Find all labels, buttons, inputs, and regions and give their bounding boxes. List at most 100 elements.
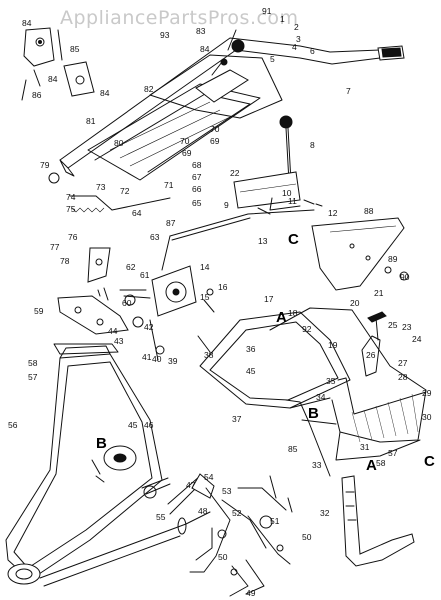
section-marker-a: A bbox=[366, 457, 377, 474]
depth-stake bbox=[341, 475, 415, 567]
knob-21 bbox=[361, 311, 387, 377]
callout: 51 bbox=[270, 516, 280, 526]
callout: 71 bbox=[164, 180, 174, 190]
tine-shield-hood bbox=[199, 307, 427, 461]
callout: 87 bbox=[166, 218, 176, 228]
callout: 54 bbox=[204, 472, 214, 482]
section-marker-c: C bbox=[424, 453, 435, 470]
callout: 84 bbox=[48, 74, 58, 84]
callout: 67 bbox=[192, 172, 202, 182]
bracket-77-78 bbox=[87, 247, 111, 283]
callout: 37 bbox=[232, 414, 242, 424]
callout: 27 bbox=[398, 358, 408, 368]
latch-parts-84-86 bbox=[21, 27, 95, 101]
callout: 4 bbox=[292, 42, 297, 52]
callout: 30 bbox=[422, 412, 432, 422]
callout: 63 bbox=[150, 232, 160, 242]
section-marker-a: A bbox=[276, 309, 287, 326]
callout: 49 bbox=[246, 588, 256, 598]
spring-and-hardware bbox=[48, 172, 171, 213]
callout: 59 bbox=[34, 306, 44, 316]
callout: 12 bbox=[328, 208, 338, 218]
callout: 83 bbox=[196, 26, 206, 36]
callout: 21 bbox=[374, 288, 384, 298]
callout: 38 bbox=[204, 350, 214, 360]
callout: 58 bbox=[28, 358, 38, 368]
callout: 62 bbox=[126, 262, 136, 272]
callout: 43 bbox=[114, 336, 124, 346]
callout: 55 bbox=[156, 512, 166, 522]
tine-assembly bbox=[167, 473, 293, 597]
callout: 52 bbox=[232, 508, 242, 518]
callout: 80 bbox=[114, 138, 124, 148]
section-marker-b: B bbox=[308, 405, 319, 422]
callout: 8 bbox=[310, 140, 315, 150]
callout: 11 bbox=[288, 196, 297, 206]
callout: 78 bbox=[60, 256, 70, 266]
callout: 76 bbox=[68, 232, 78, 242]
callout: 28 bbox=[398, 372, 408, 382]
callout: 74 bbox=[66, 192, 76, 202]
callout: 32 bbox=[320, 508, 330, 518]
callout: 70 bbox=[180, 136, 190, 146]
callout: 14 bbox=[200, 262, 210, 272]
callout: 79 bbox=[40, 160, 50, 170]
callout: 56 bbox=[8, 420, 18, 430]
callout: 69 bbox=[182, 148, 192, 158]
callout: 16 bbox=[218, 282, 228, 292]
callout: 85 bbox=[288, 444, 298, 454]
section-marker-c: C bbox=[288, 231, 299, 248]
callout: 93 bbox=[160, 30, 170, 40]
rod-33 bbox=[307, 419, 331, 477]
callout: 42 bbox=[144, 322, 154, 332]
callout: 86 bbox=[32, 90, 42, 100]
callout: 7 bbox=[346, 86, 351, 96]
callout: 65 bbox=[192, 198, 202, 208]
callout: 60 bbox=[122, 298, 132, 308]
callout: 1 bbox=[280, 14, 285, 24]
callout: 46 bbox=[144, 420, 154, 430]
callout: 84 bbox=[200, 44, 210, 54]
callout: 24 bbox=[412, 334, 422, 344]
callout: 6 bbox=[310, 46, 315, 56]
callout: 92 bbox=[302, 324, 312, 334]
callout: 47 bbox=[186, 480, 196, 490]
callout: 58 bbox=[376, 458, 386, 468]
callout: 2 bbox=[294, 22, 299, 32]
tine-shaft bbox=[141, 477, 171, 499]
callout: 45 bbox=[246, 366, 256, 376]
callout: 33 bbox=[312, 460, 322, 470]
callout: 26 bbox=[366, 350, 376, 360]
callout: 69 bbox=[210, 136, 220, 146]
callout: 68 bbox=[192, 160, 202, 170]
callout: 50 bbox=[218, 552, 228, 562]
callout: 36 bbox=[246, 344, 256, 354]
callout: 73 bbox=[96, 182, 106, 192]
callout: 81 bbox=[86, 116, 96, 126]
watermark-text: AppliancePartsPros.com bbox=[60, 7, 299, 29]
callout: 23 bbox=[402, 322, 412, 332]
callout: 70 bbox=[210, 124, 220, 134]
callout: 48 bbox=[198, 506, 208, 516]
callout: 82 bbox=[144, 84, 154, 94]
callout: 9 bbox=[224, 200, 229, 210]
callout: 84 bbox=[100, 88, 110, 98]
callout: 57 bbox=[388, 448, 398, 458]
callout: 25 bbox=[388, 320, 398, 330]
callout: 72 bbox=[120, 186, 130, 196]
callout: 61 bbox=[140, 270, 150, 280]
callout: 91 bbox=[262, 6, 272, 16]
callout: 18 bbox=[288, 308, 298, 318]
callout: 22 bbox=[230, 168, 240, 178]
callout: 17 bbox=[264, 294, 274, 304]
callout: 45 bbox=[128, 420, 138, 430]
callout: 44 bbox=[108, 326, 118, 336]
callout: 20 bbox=[350, 298, 360, 308]
section-marker-b: B bbox=[96, 435, 107, 452]
callout: 40 bbox=[152, 354, 162, 364]
chain-case-56 bbox=[5, 343, 211, 587]
callout: 29 bbox=[422, 388, 432, 398]
callout: 89 bbox=[388, 254, 398, 264]
